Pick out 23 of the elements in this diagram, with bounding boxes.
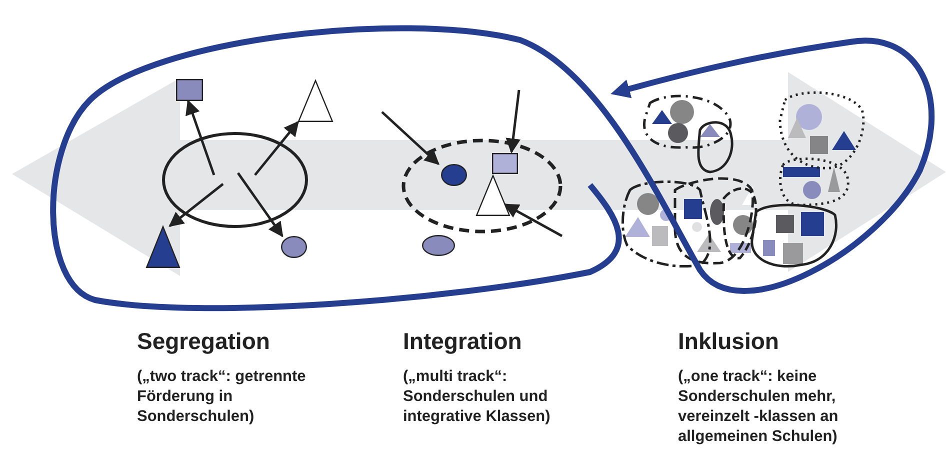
- arrow: [254, 120, 299, 176]
- description: („two track“: getrennte Förderung in Sonderschulen): [137, 367, 307, 427]
- arrow: [381, 111, 440, 166]
- triangle-shape: [146, 226, 180, 268]
- ellipse-shape: [402, 139, 562, 233]
- triangle-shape: [476, 175, 510, 216]
- heading: Integration: [403, 328, 522, 354]
- square-shape: [492, 153, 518, 174]
- arrow: [186, 100, 216, 176]
- description: („one track“: keine Sonderschulen mehr, vereinzelt -klassen an allgemeinen Schulen): [678, 367, 840, 447]
- circle-shape: [422, 235, 455, 256]
- arrow: [168, 183, 224, 227]
- arrow: [506, 90, 521, 154]
- description: („multi track“: Sonderschulen und integrative Klassen): [403, 367, 552, 427]
- circle-shape: [441, 164, 467, 186]
- square-shape: [176, 79, 203, 101]
- arrow: [236, 172, 284, 238]
- arrow: [504, 203, 563, 238]
- triangle-shape: [298, 80, 333, 122]
- heading: Segregation: [137, 328, 270, 354]
- heading: Inklusion: [678, 328, 779, 354]
- circle-shape: [281, 236, 307, 258]
- ellipse-shape: [162, 132, 308, 228]
